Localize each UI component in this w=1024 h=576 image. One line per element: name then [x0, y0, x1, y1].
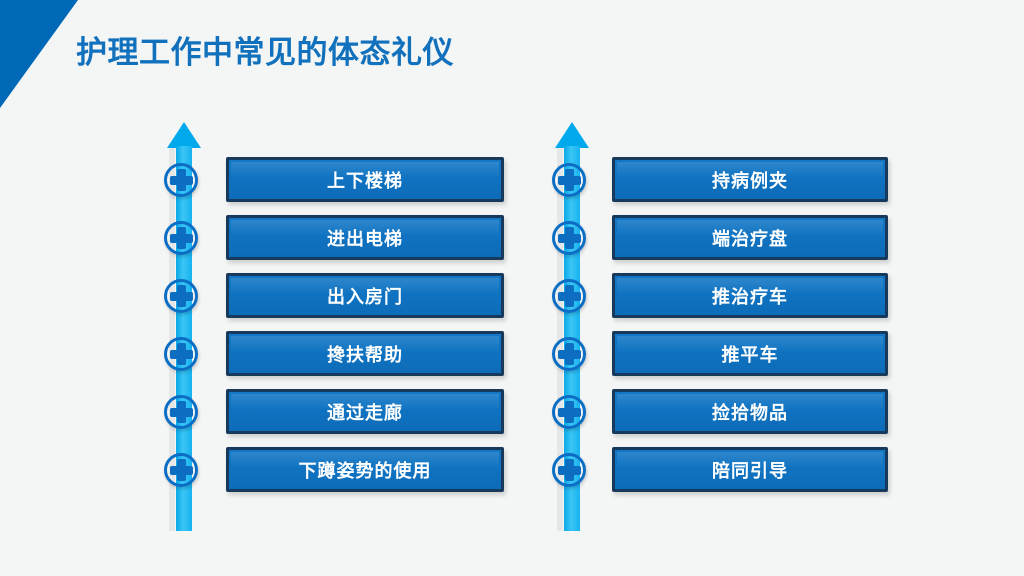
list-item[interactable]: 进出电梯: [226, 215, 504, 260]
plus-horizontal: [170, 350, 193, 359]
plus-horizontal: [170, 234, 193, 243]
circle-ring: [164, 453, 198, 487]
list-item[interactable]: 端治疗盘: [612, 215, 888, 260]
circle-ring: [164, 337, 198, 371]
list-item[interactable]: 捡拾物品: [612, 389, 888, 434]
plus-horizontal: [558, 408, 581, 417]
circle-plus-icon: [164, 395, 204, 435]
list-item[interactable]: 出入房门: [226, 273, 504, 318]
plus-horizontal: [558, 466, 581, 475]
page-title: 护理工作中常见的体态礼仪: [76, 35, 454, 70]
circle-ring: [164, 221, 198, 255]
circle-ring: [552, 221, 586, 255]
plus-horizontal: [558, 350, 581, 359]
list-item[interactable]: 推治疗车: [612, 273, 888, 318]
list-item-label: 下蹲姿势的使用: [298, 460, 432, 481]
corner-triangle-dark-icon: [0, 0, 78, 108]
circle-ring: [164, 395, 198, 429]
list-item-label: 进出电梯: [327, 228, 403, 249]
list-item[interactable]: 陪同引导: [612, 447, 888, 492]
circle-plus-icon: [552, 395, 592, 435]
plus-horizontal: [558, 292, 581, 301]
list-item[interactable]: 下蹲姿势的使用: [226, 447, 504, 492]
circle-plus-icon: [164, 163, 204, 203]
circle-ring: [552, 163, 586, 197]
circle-plus-icon: [164, 337, 204, 377]
circle-ring: [164, 279, 198, 313]
item-list-left: 上下楼梯 进出电梯 出入房门 搀扶帮助 通过走廊 下蹲姿势的使用: [226, 157, 504, 505]
arrow-head-icon: [167, 122, 201, 148]
list-item[interactable]: 持病例夹: [612, 157, 888, 202]
circle-ring: [552, 279, 586, 313]
item-list-right: 持病例夹 端治疗盘 推治疗车 推平车 捡拾物品 陪同引导: [612, 157, 888, 505]
plus-horizontal: [170, 176, 193, 185]
circle-ring: [552, 337, 586, 371]
list-item-label: 推平车: [721, 344, 779, 365]
list-item-label: 陪同引导: [712, 460, 788, 481]
circle-ring: [552, 395, 586, 429]
list-item[interactable]: 推平车: [612, 331, 888, 376]
list-item-label: 捡拾物品: [712, 402, 788, 423]
circle-ring: [164, 163, 198, 197]
plus-horizontal: [170, 466, 193, 475]
circle-plus-icon: [552, 453, 592, 493]
plus-horizontal: [170, 292, 193, 301]
circle-plus-icon: [552, 221, 592, 261]
list-item-label: 出入房门: [327, 286, 403, 307]
list-item-label: 通过走廊: [327, 402, 403, 423]
list-item-label: 上下楼梯: [327, 170, 403, 191]
list-item-label: 持病例夹: [712, 170, 788, 191]
circle-plus-icon: [164, 221, 204, 261]
list-item-label: 端治疗盘: [712, 228, 788, 249]
circle-plus-icon: [552, 163, 592, 203]
circle-plus-icon: [552, 337, 592, 377]
list-item[interactable]: 搀扶帮助: [226, 331, 504, 376]
plus-horizontal: [558, 176, 581, 185]
arrow-head-icon: [555, 122, 589, 148]
circle-ring: [552, 453, 586, 487]
circle-plus-icon: [164, 279, 204, 319]
circle-plus-icon: [164, 453, 204, 493]
list-item-label: 搀扶帮助: [327, 344, 403, 365]
list-item-label: 推治疗车: [712, 286, 788, 307]
plus-horizontal: [558, 234, 581, 243]
list-item[interactable]: 通过走廊: [226, 389, 504, 434]
plus-horizontal: [170, 408, 193, 417]
list-item[interactable]: 上下楼梯: [226, 157, 504, 202]
circle-plus-icon: [552, 279, 592, 319]
